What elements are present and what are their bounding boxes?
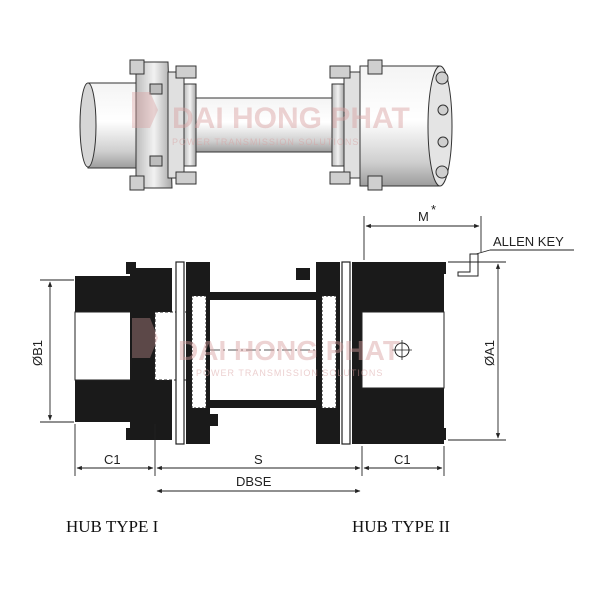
bolt-icon [367, 175, 383, 191]
left-hub-face [79, 82, 97, 168]
watermark-top: DAI HONG PHAT POWER TRANSMISSION SOLUTIO… [132, 92, 410, 147]
right-disc-pack [341, 261, 351, 445]
left-flange [135, 61, 173, 189]
spacer-tube [195, 97, 333, 153]
right-hub-face [427, 65, 453, 187]
bolt-icon [367, 59, 383, 75]
bolt-icon [437, 136, 449, 148]
dimension-lines [40, 216, 574, 494]
label-a1: ØA1 [482, 340, 497, 366]
bolt-icon [436, 428, 446, 440]
watermark-logo-icon [132, 318, 158, 358]
watermark-logo-icon [132, 92, 158, 128]
watermark-subtitle: POWER TRANSMISSION SOLUTIONS [196, 368, 383, 378]
left-disc-pack [175, 261, 185, 445]
label-allen-key: ALLEN KEY [493, 234, 564, 249]
watermark-subtitle: POWER TRANSMISSION SOLUTIONS [172, 137, 359, 147]
right-adapter-bore [321, 295, 337, 409]
coupling-section-view [74, 253, 479, 445]
bolt-icon [126, 428, 136, 440]
bolt-icon [129, 59, 145, 75]
caption-hub-type-2: HUB TYPE II [352, 517, 450, 536]
bolt-icon [437, 104, 449, 116]
caption-hub-type-1: HUB TYPE I [66, 517, 159, 536]
label-m: M [418, 209, 429, 224]
bolt-icon [329, 65, 351, 79]
bolt-icon [149, 155, 163, 167]
label-dbse: DBSE [236, 474, 272, 489]
allen-key-leader [475, 249, 491, 255]
watermark-mid: DAI HONG PHAT POWER TRANSMISSION SOLUTIO… [132, 318, 400, 378]
bolt-icon [204, 414, 218, 426]
bolt-icon [329, 171, 351, 185]
coupling-3d-view [79, 59, 453, 191]
label-c1-right: C1 [394, 452, 411, 467]
bolt-icon [436, 262, 446, 274]
spacer-top-wall [210, 292, 316, 300]
watermark-title: DAI HONG PHAT [172, 102, 410, 135]
bolt-icon [126, 262, 136, 274]
bolt-icon [175, 65, 197, 79]
bolt-icon [435, 71, 449, 85]
label-s: S [254, 452, 263, 467]
label-c1-left: C1 [104, 452, 121, 467]
bolt-icon [149, 83, 163, 95]
bolt-icon [435, 165, 449, 179]
label-b1: ØB1 [30, 340, 45, 366]
spacer-bottom-wall [210, 400, 316, 408]
label-m-asterisk: * [431, 202, 436, 217]
left-adapter-bore [191, 295, 207, 409]
watermark-title: DAI HONG PHAT [178, 335, 400, 366]
bolt-icon [129, 175, 145, 191]
allen-key-icon [457, 253, 479, 277]
bolt-icon [296, 268, 310, 280]
bolt-icon [175, 171, 197, 185]
